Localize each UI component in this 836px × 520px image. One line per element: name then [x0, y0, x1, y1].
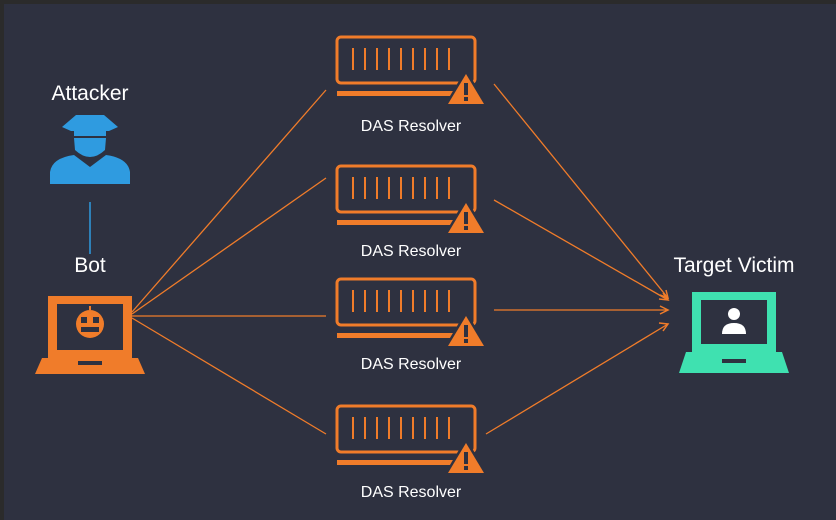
resolver-label-2: DAS Resolver: [360, 243, 462, 260]
arrow-bot-resolver-4: [131, 317, 327, 435]
server-warning-icon: [335, 164, 488, 235]
arrowhead-2: [658, 292, 670, 301]
arrow-resolver-2-victim: [493, 199, 669, 301]
diagram-graphics: [35, 35, 789, 475]
laptop-bot-icon: [35, 296, 145, 374]
arrowhead-4: [658, 322, 670, 332]
arrowheads: [658, 289, 670, 332]
arrowhead-1: [659, 289, 670, 300]
diagram-canvas: Attacker Bot Target Victim DAS Resolver …: [4, 4, 836, 520]
resolver-label-3: DAS Resolver: [360, 356, 462, 373]
server-warning-icon: [335, 35, 488, 106]
arrow-resolver-1-victim: [493, 83, 669, 299]
bot-to-resolver-arrows: [131, 89, 327, 435]
arrow-bot-resolver-2: [131, 177, 327, 315]
laptop-user-icon: [679, 292, 789, 373]
victim-label: Target Victim: [673, 254, 795, 277]
arrow-resolver-4-victim: [485, 323, 669, 435]
resolver-to-victim-arrows: [485, 83, 669, 435]
arrow-bot-resolver-1: [131, 89, 327, 313]
attacker-hat-icon: [50, 115, 130, 184]
server-warning-icon: [335, 277, 488, 348]
resolver-label-4: DAS Resolver: [360, 484, 462, 501]
attacker-label: Attacker: [51, 82, 129, 105]
server-warning-icon: [335, 404, 488, 475]
bot-label: Bot: [74, 254, 106, 277]
arrowhead-3: [659, 305, 670, 315]
resolver-label-1: DAS Resolver: [360, 118, 462, 135]
